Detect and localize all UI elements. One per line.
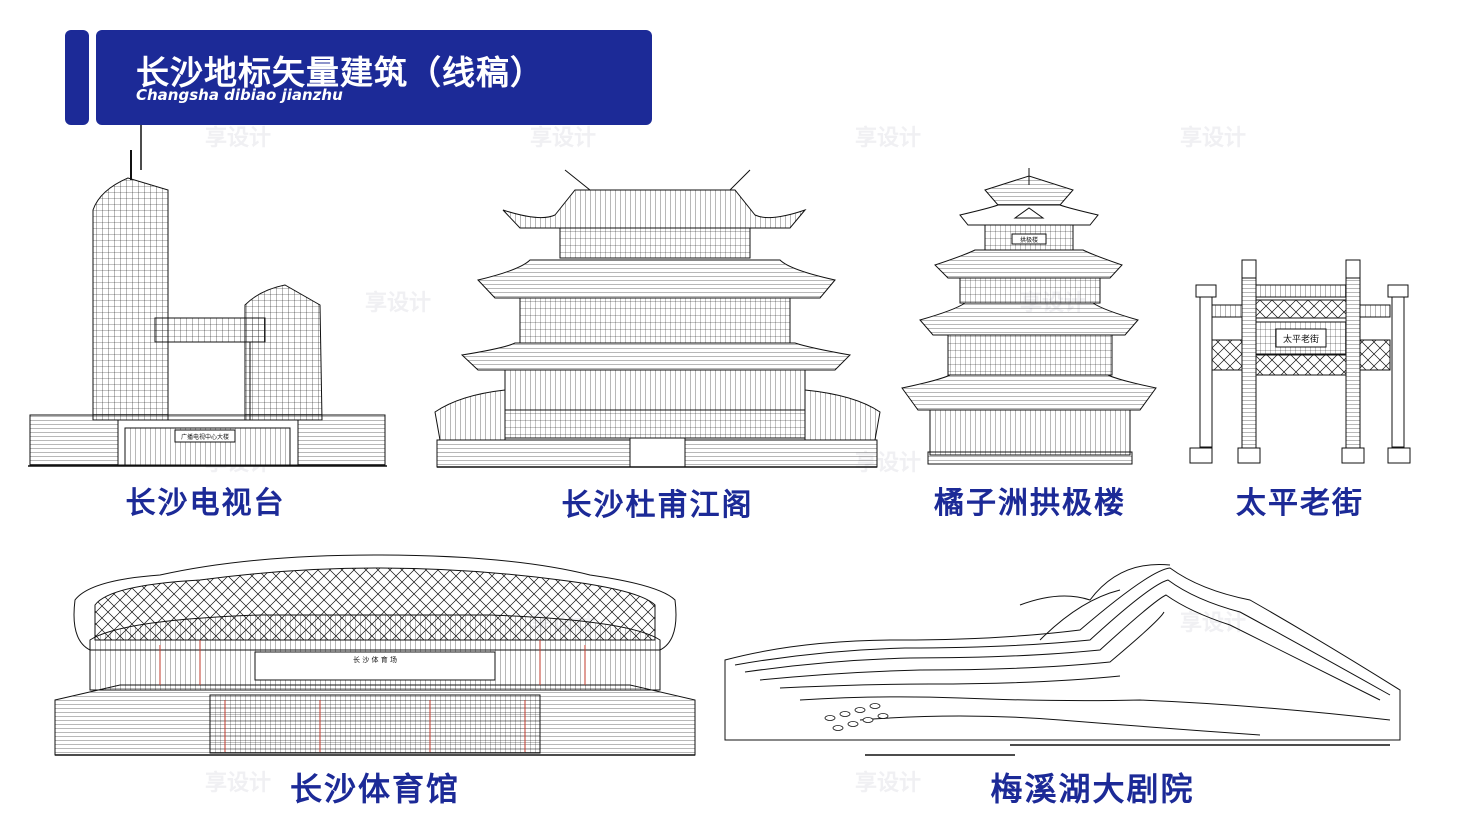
stadium-red-columns xyxy=(159,640,586,752)
watermark-text: 享设计 xyxy=(365,290,432,316)
caption-meixi-theater: 梅溪湖大剧院 xyxy=(990,770,1195,808)
caption-gongji-tower: 橘子洲拱极楼 xyxy=(934,486,1126,521)
header-accent-tab xyxy=(65,30,89,125)
gongji-tower-drawing xyxy=(901,168,1157,465)
caption-changsha-stadium: 长沙体育馆 xyxy=(289,770,460,808)
watermark-text: 享设计 xyxy=(530,125,597,151)
watermark-text: 享设计 xyxy=(205,770,272,796)
stadium-drawing xyxy=(54,554,696,756)
tv-station-sign: 广播电视中心大楼 xyxy=(181,433,229,441)
watermark-text: 享设计 xyxy=(855,125,922,151)
taiping-gate-sign: 太平老街 xyxy=(1283,333,1319,345)
taiping-gate-drawing xyxy=(1189,259,1411,464)
caption-changsha-tv: 长沙电视台 xyxy=(125,486,286,521)
watermark-text: 享设计 xyxy=(205,125,272,151)
stadium-sign: 长 沙 体 育 场 xyxy=(353,655,397,664)
meixi-theater-drawing xyxy=(724,563,1401,756)
watermark-text: 享设计 xyxy=(855,770,922,796)
caption-taiping-street: 太平老街 xyxy=(1236,486,1364,521)
dufu-pavilion-drawing xyxy=(434,169,881,468)
tv-station-drawing xyxy=(28,125,387,467)
gongji-tower-sign: 拱极楼 xyxy=(1020,236,1038,244)
page-subtitle: Changsha dibiao jianzhu xyxy=(136,86,343,104)
caption-dufu-pavilion: 长沙杜甫江阁 xyxy=(561,488,754,523)
watermark-text: 享设计 xyxy=(1180,610,1247,636)
header-banner: 长沙地标矢量建筑（线稿） Changsha dibiao jianzhu xyxy=(96,30,652,125)
watermark-text: 享设计 xyxy=(1180,125,1247,151)
page-title: 长沙地标矢量建筑（线稿） xyxy=(136,53,544,92)
meixi-theater-windows xyxy=(824,703,889,731)
